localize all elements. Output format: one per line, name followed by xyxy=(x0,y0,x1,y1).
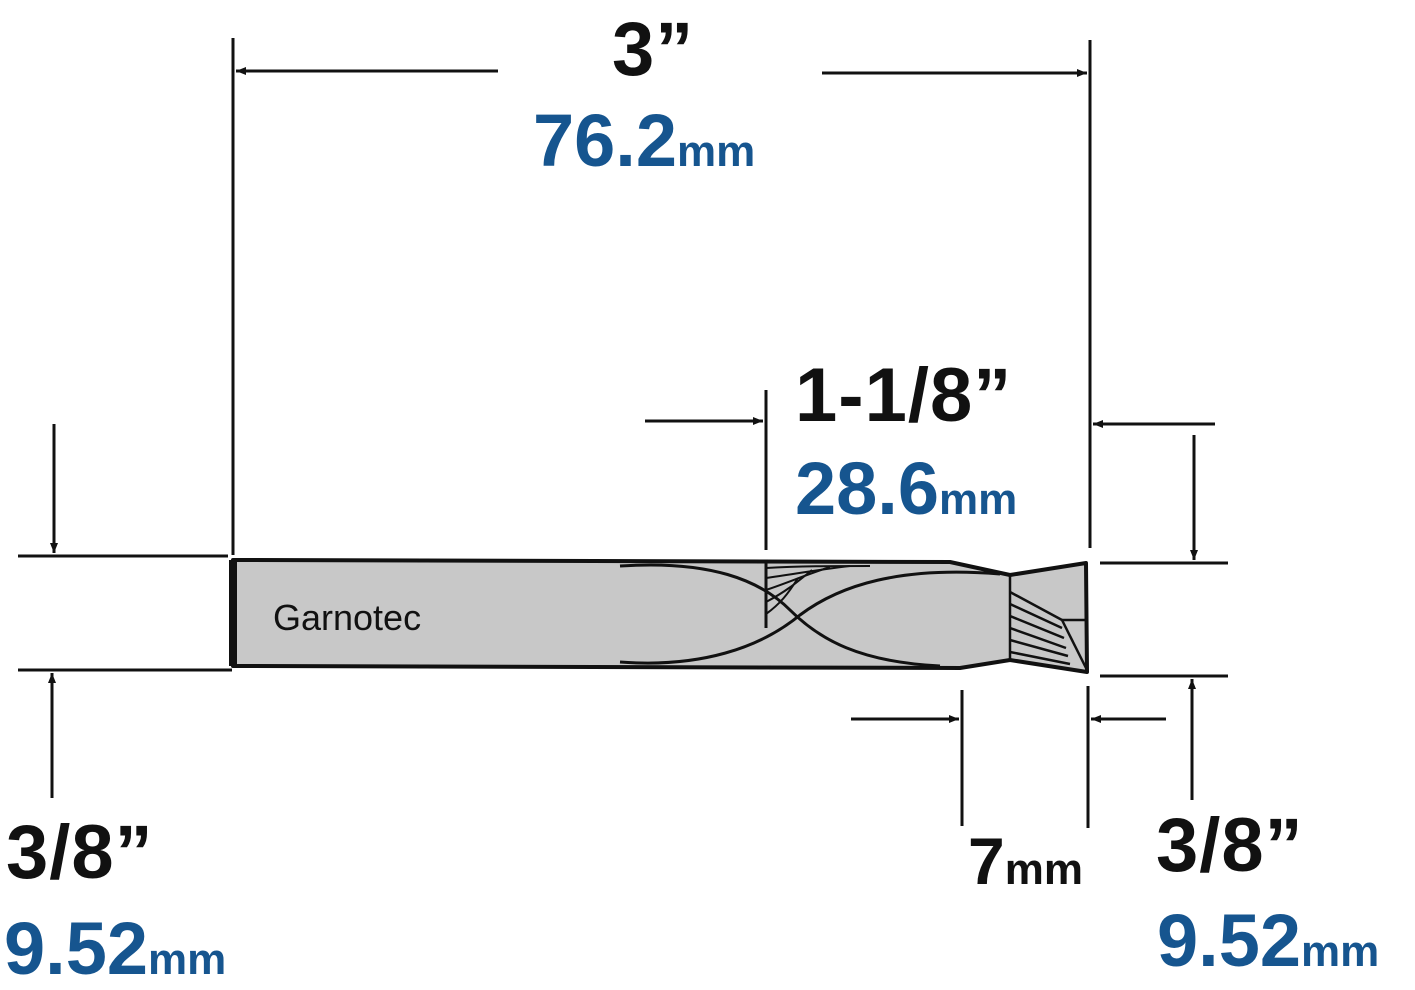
shank-diameter-metric-value: 9.52 xyxy=(4,907,149,990)
shank-diameter-metric: 9.52mm xyxy=(4,912,226,986)
tip-cutting-edges xyxy=(1008,575,1088,669)
overall-length-metric-value: 76.2 xyxy=(533,99,678,182)
cutting-length-metric: 28.6mm xyxy=(795,452,1017,526)
cutting-diameter-metric-value: 9.52 xyxy=(1157,899,1302,982)
tip-length-metric-value: 7 xyxy=(968,824,1005,898)
flute-curve-upper xyxy=(619,563,941,668)
cutting-diameter-dimension xyxy=(1100,435,1228,800)
flute-curve-lower xyxy=(619,570,1001,665)
tip-length-metric: 7mm xyxy=(968,828,1083,894)
shank-body xyxy=(231,558,1089,674)
cutting-length-metric-value: 28.6 xyxy=(795,447,940,530)
shank-diameter-imperial: 3/8” xyxy=(6,810,154,895)
tip-length-dimension xyxy=(851,686,1166,828)
cutting-length-metric-unit: mm xyxy=(939,475,1018,524)
overall-length-metric-unit: mm xyxy=(677,127,756,176)
overall-length-dimension xyxy=(231,38,1092,555)
overall-length-metric: 76.2mm xyxy=(533,104,755,178)
flute-hatching xyxy=(765,565,871,615)
overall-length-imperial: 3” xyxy=(612,7,695,92)
shank-diameter-metric-unit: mm xyxy=(148,935,227,984)
brand-label: Garnotec xyxy=(273,597,422,638)
cutting-diameter-metric-unit: mm xyxy=(1301,927,1380,976)
router-bit xyxy=(229,558,1089,674)
cutting-diameter-metric: 9.52mm xyxy=(1157,904,1379,978)
shank-diameter-dimension xyxy=(18,424,232,798)
tip-length-metric-unit: mm xyxy=(1004,845,1083,894)
cutting-length-dimension xyxy=(645,390,1215,550)
cutting-length-imperial: 1-1/8” xyxy=(795,353,1013,438)
cutting-diameter-imperial: 3/8” xyxy=(1156,803,1304,888)
